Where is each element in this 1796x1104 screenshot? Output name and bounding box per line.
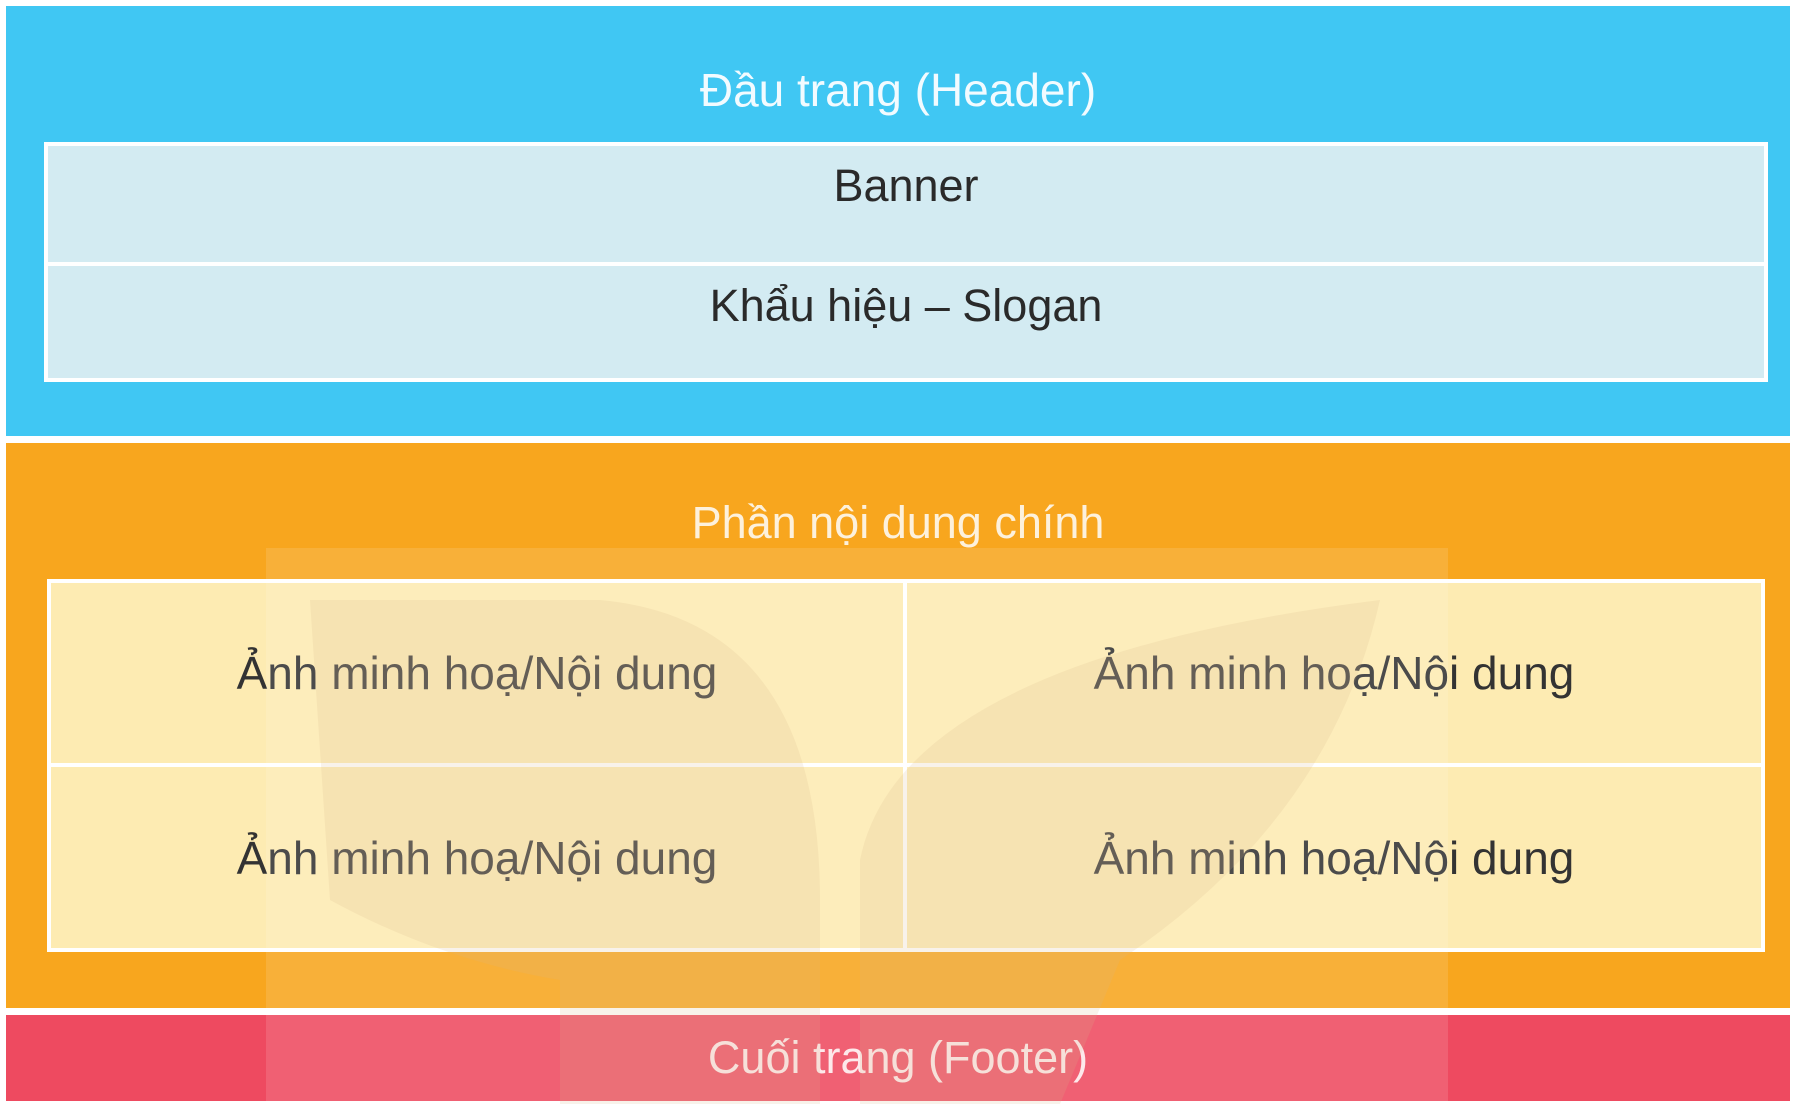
content-cell: Ảnh minh hoạ/Nội dung	[907, 767, 1761, 948]
footer-title: Cuối trang (Footer)	[707, 1032, 1089, 1083]
header-section: Đầu trang (Header) Banner Khẩu hiệu – Sl…	[6, 6, 1790, 436]
footer-section: Cuối trang (Footer)	[6, 1015, 1790, 1101]
main-content-section: Phần nội dung chính Ảnh minh hoạ/Nội dun…	[6, 443, 1790, 1008]
content-cell: Ảnh minh hoạ/Nội dung	[907, 583, 1761, 763]
main-content-title: Phần nội dung chính	[691, 497, 1105, 548]
content-cell: Ảnh minh hoạ/Nội dung	[51, 767, 903, 948]
banner-label: Banner	[48, 146, 1764, 262]
content-grid: Ảnh minh hoạ/Nội dung Ảnh minh hoạ/Nội d…	[47, 579, 1765, 952]
slogan-label: Khẩu hiệu – Slogan	[48, 266, 1764, 378]
banner-box: Banner Khẩu hiệu – Slogan	[44, 142, 1768, 382]
header-title: Đầu trang (Header)	[699, 64, 1097, 116]
content-cell: Ảnh minh hoạ/Nội dung	[51, 583, 903, 763]
